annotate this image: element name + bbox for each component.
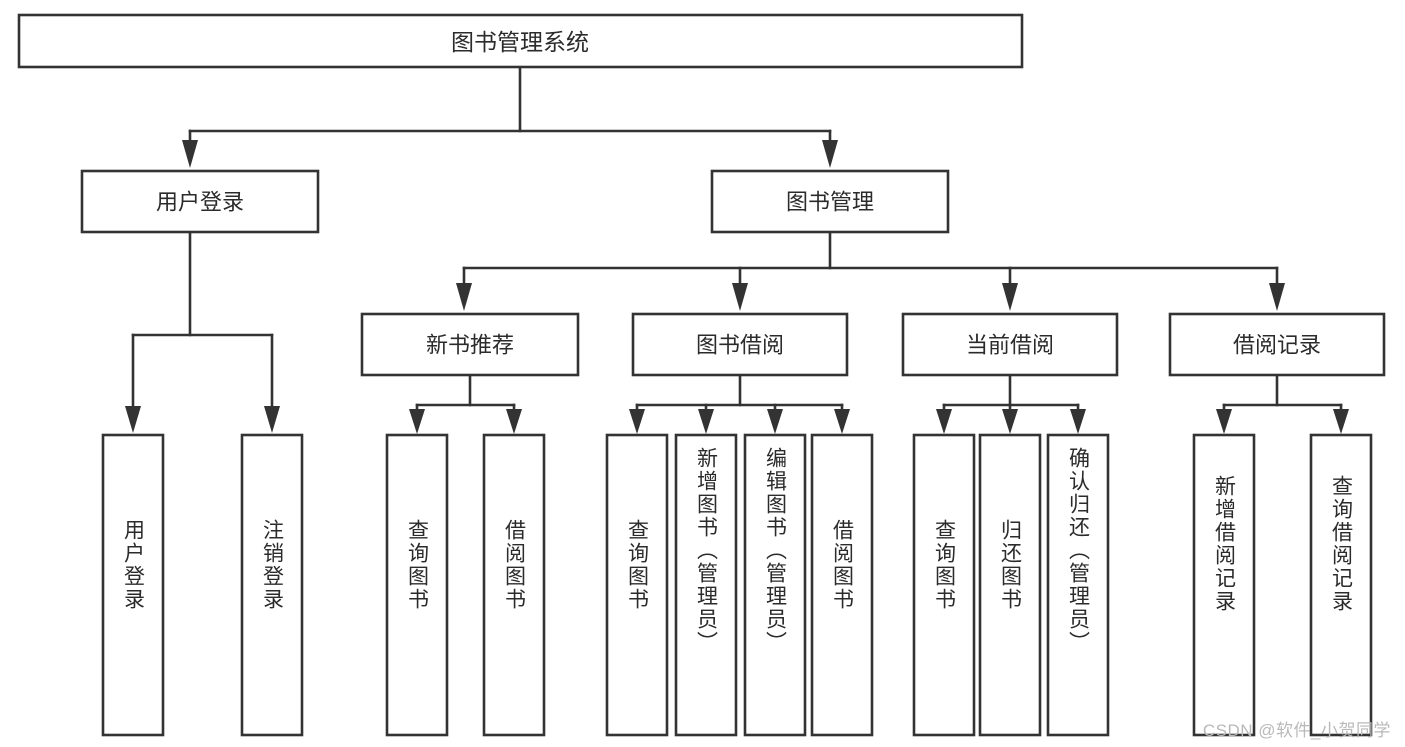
connector-currentborrow-to-leaves bbox=[936, 373, 1086, 434]
csdn-watermark: CSDN @软件_小贺同学 bbox=[1202, 721, 1391, 740]
connector-bookborrow-to-leaves bbox=[629, 373, 850, 434]
node-root-label: 图书管理系统 bbox=[451, 29, 589, 55]
node-user-login-label: 用户登录 bbox=[156, 190, 244, 215]
leaf-box-current-borrow-2[interactable] bbox=[1046, 433, 1110, 737]
node-book-borrow-label: 图书借阅 bbox=[696, 333, 784, 358]
leaf-boxes-new-book bbox=[385, 433, 546, 737]
leaf-box-user-login-1[interactable] bbox=[240, 433, 304, 737]
arrow-head-icon bbox=[264, 406, 280, 433]
arrow-head-icon bbox=[822, 140, 838, 168]
arrow-head-icon bbox=[698, 409, 714, 434]
arrow-head-icon bbox=[409, 409, 425, 434]
arrow-head-icon bbox=[1002, 283, 1018, 311]
connector-borrowrecord-to-leaves bbox=[1216, 373, 1349, 434]
arrow-head-icon bbox=[182, 140, 198, 168]
leaf-box-new-book-1[interactable] bbox=[482, 433, 546, 737]
connector-userlogin-to-leaves bbox=[125, 230, 280, 433]
node-root-box[interactable] bbox=[17, 13, 1024, 69]
leaf-boxes-user-login bbox=[101, 433, 304, 737]
node-current-borrow-box[interactable] bbox=[901, 312, 1119, 377]
arrow-head-icon bbox=[506, 409, 522, 434]
node-borrow-record[interactable]: 借阅记录 bbox=[1168, 312, 1386, 377]
leaf-box-current-borrow-0[interactable] bbox=[912, 433, 976, 737]
leaf-box-book-borrow-0[interactable] bbox=[605, 433, 669, 737]
leaf-boxes-borrow-record bbox=[1192, 433, 1373, 737]
leaf-box-current-borrow-1[interactable] bbox=[978, 433, 1042, 737]
leaf-box-borrow-record-0[interactable] bbox=[1192, 433, 1256, 737]
leaf-boxes-book-borrow bbox=[605, 433, 874, 737]
node-current-borrow-label: 当前借阅 bbox=[966, 333, 1054, 358]
node-current-borrow[interactable]: 当前借阅 bbox=[901, 312, 1119, 377]
node-root[interactable]: 图书管理系统 bbox=[17, 13, 1024, 69]
node-book-borrow[interactable]: 图书借阅 bbox=[631, 312, 849, 377]
connector-newbook-to-leaves bbox=[409, 373, 522, 434]
node-user-login-box[interactable] bbox=[80, 169, 320, 234]
leaf-box-borrow-record-1[interactable] bbox=[1309, 433, 1373, 737]
node-user-login[interactable]: 用户登录 bbox=[80, 169, 320, 234]
node-book-management-box[interactable] bbox=[710, 169, 950, 234]
arrow-head-icon bbox=[1002, 409, 1018, 434]
arrow-head-icon bbox=[456, 283, 472, 311]
arrow-head-icon bbox=[1070, 409, 1086, 434]
leaf-boxes-current-borrow bbox=[912, 433, 1110, 737]
arrow-head-icon bbox=[767, 409, 783, 434]
node-book-management-label: 图书管理 bbox=[786, 190, 874, 215]
node-new-book-recommend-label: 新书推荐 bbox=[426, 333, 514, 358]
connector-bookmgmt-to-level3 bbox=[456, 230, 1285, 311]
node-book-management[interactable]: 图书管理 bbox=[710, 169, 950, 234]
arrow-head-icon bbox=[1269, 283, 1285, 311]
leaf-box-book-borrow-2[interactable] bbox=[743, 433, 807, 737]
arrow-head-icon bbox=[834, 409, 850, 434]
node-new-book-recommend[interactable]: 新书推荐 bbox=[360, 312, 580, 377]
leaf-box-user-login-0[interactable] bbox=[101, 433, 165, 737]
arrow-head-icon bbox=[732, 283, 748, 311]
node-borrow-record-box[interactable] bbox=[1168, 312, 1386, 377]
arrow-head-icon bbox=[1333, 409, 1349, 434]
leaf-box-new-book-0[interactable] bbox=[385, 433, 449, 737]
arrow-head-icon bbox=[1216, 409, 1232, 434]
arrow-head-icon bbox=[936, 409, 952, 434]
connector-root-to-level2 bbox=[182, 65, 838, 168]
leaf-box-book-borrow-1[interactable] bbox=[674, 433, 738, 737]
node-borrow-record-label: 借阅记录 bbox=[1233, 333, 1321, 358]
arrow-head-icon bbox=[125, 406, 141, 433]
node-book-borrow-box[interactable] bbox=[631, 312, 849, 377]
leaf-box-book-borrow-3[interactable] bbox=[810, 433, 874, 737]
node-new-book-recommend-box[interactable] bbox=[360, 312, 580, 377]
arrow-head-icon bbox=[629, 409, 645, 434]
